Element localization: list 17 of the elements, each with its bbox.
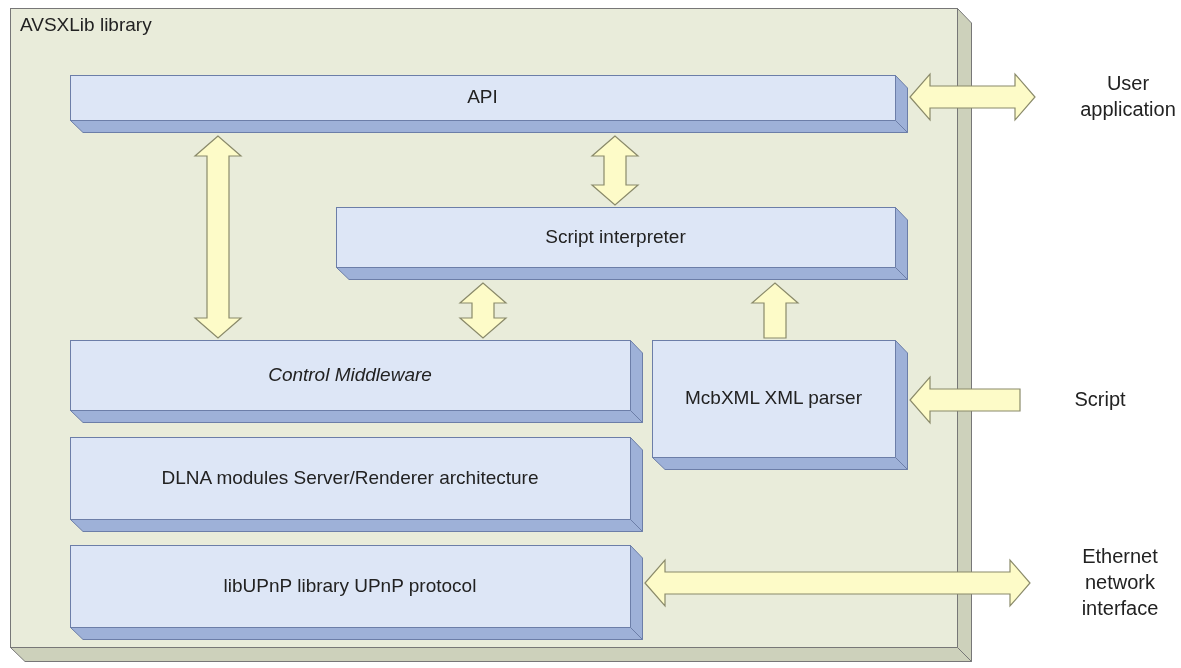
block-label: Script interpreter xyxy=(545,224,686,249)
block-arrow xyxy=(458,282,508,339)
block-arrow xyxy=(644,558,1031,608)
block-arrow xyxy=(909,375,1021,425)
block-arrow xyxy=(590,135,640,206)
block-label: Control Middleware xyxy=(268,362,432,387)
block-label: DLNA modules Server/Renderer architecture xyxy=(161,465,539,490)
text-label: Ethernet network interface xyxy=(1070,543,1170,621)
block-label: API xyxy=(467,85,498,110)
block-arrow xyxy=(909,72,1036,122)
block-label: McbXML XML parser xyxy=(685,386,862,411)
text-label: Script xyxy=(1060,386,1140,412)
block-label: libUPnP library UPnP protocol xyxy=(223,573,477,598)
block-arrow xyxy=(750,282,800,339)
frame-title: AVSXLib library xyxy=(20,14,152,36)
block-arrow xyxy=(193,135,243,339)
text-label: User application xyxy=(1075,70,1181,122)
